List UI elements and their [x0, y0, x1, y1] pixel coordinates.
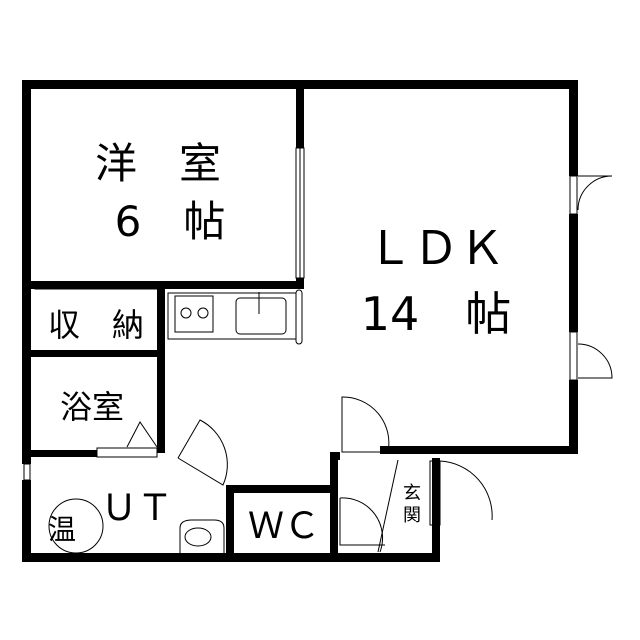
western-room-size: 6 帖	[115, 197, 226, 246]
entrance-label-top: 玄	[403, 483, 421, 504]
utility-label: ＵＴ	[101, 488, 173, 529]
ldk-door[interactable]	[341, 396, 390, 453]
water-heater-label: 温	[48, 513, 76, 546]
wc-label: ＷＣ	[248, 506, 320, 547]
fixtures	[23, 147, 613, 554]
entrance-label-bottom: 関	[403, 505, 421, 526]
wc-door[interactable]	[339, 497, 385, 553]
window	[23, 463, 31, 481]
window	[569, 331, 578, 381]
washbasin	[179, 519, 225, 553]
sink	[235, 297, 287, 335]
bath-label: 浴室	[60, 388, 124, 426]
ut-door[interactable]	[177, 419, 228, 486]
storage-label: 収 納	[48, 306, 144, 344]
storage-door[interactable]	[34, 281, 158, 290]
ldk-label: ＬＤＫ	[367, 221, 505, 275]
western-room-label: 洋 室	[95, 139, 221, 188]
window	[569, 175, 578, 215]
entrance-door[interactable]	[429, 460, 441, 526]
walls	[22, 80, 578, 562]
stove	[174, 295, 214, 333]
water-heater	[48, 498, 104, 554]
bath-door[interactable]	[96, 447, 158, 458]
ldk-size: 14 帖	[361, 287, 512, 341]
